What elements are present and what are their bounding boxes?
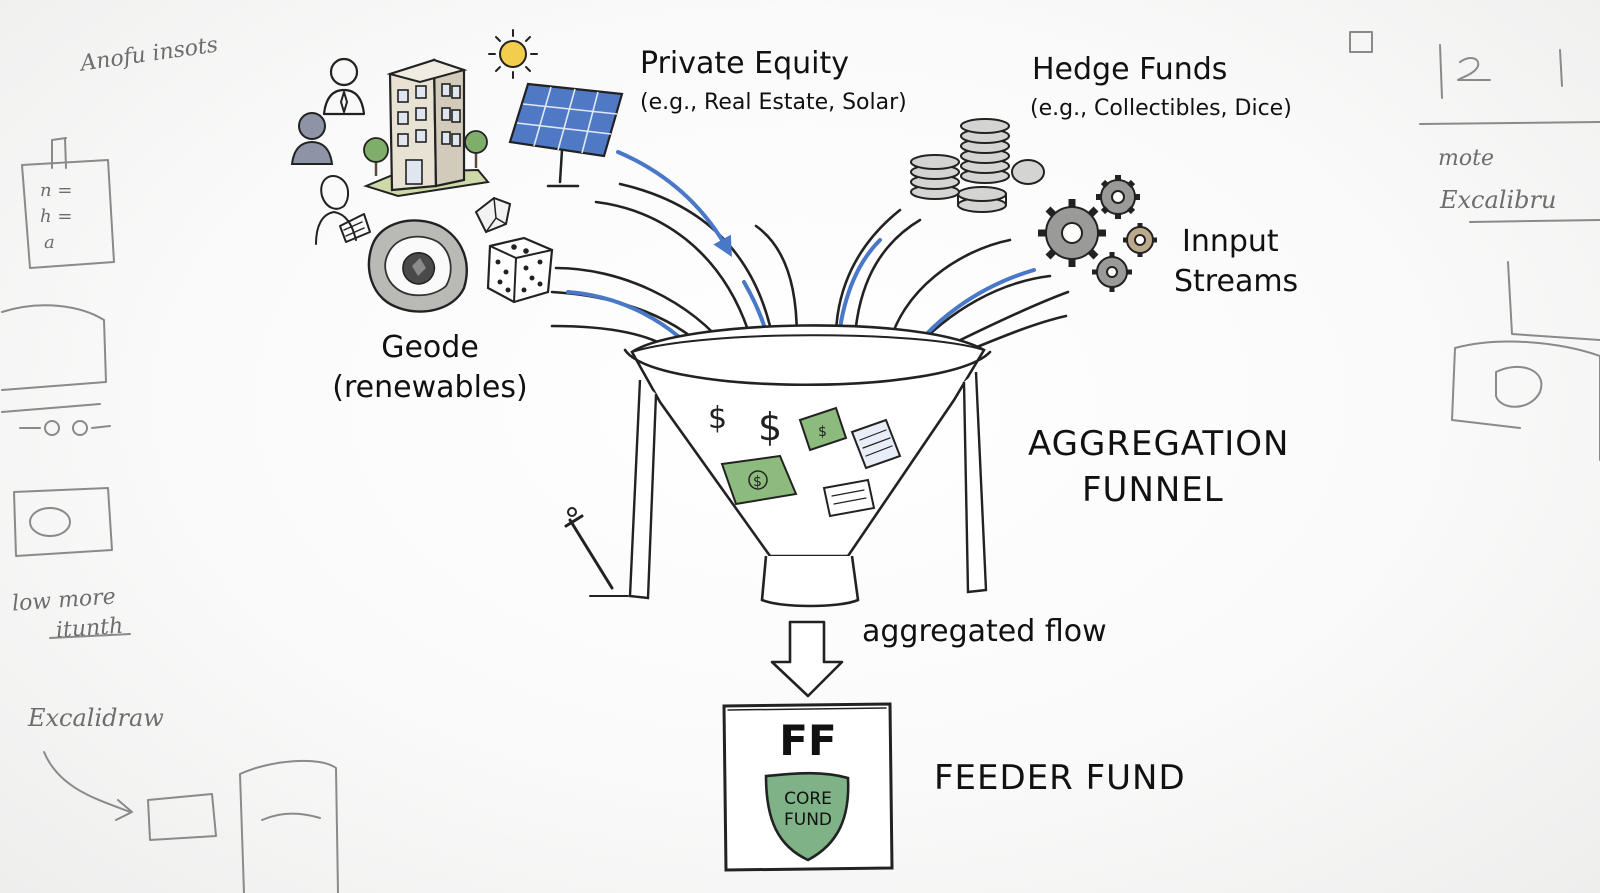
sun-icon xyxy=(488,29,538,79)
bg-ledger-line3: a xyxy=(44,232,55,253)
aggregated-flow-label: aggregated flow xyxy=(862,614,1107,649)
tree-icon xyxy=(363,130,488,176)
banknote-icon: $ $ xyxy=(720,406,848,506)
sketch-line xyxy=(1,403,101,413)
shield-label-fund: FUND xyxy=(783,810,833,830)
private-equity-subtitle: (e.g., Real Estate, Solar) xyxy=(640,90,907,115)
private-equity-title: Private Equity xyxy=(640,46,849,81)
geode-title: Geode xyxy=(381,330,479,365)
geode-icon xyxy=(367,219,468,313)
feeder-fund-label: FEEDER FUND xyxy=(934,758,1186,798)
shield-label-core: CORE xyxy=(784,789,832,809)
person-icon xyxy=(290,112,334,165)
aggregation-funnel-line2: FUNNEL xyxy=(1082,470,1224,510)
bg-note-excalidraw: Excalidraw xyxy=(28,704,164,732)
input-streams-line1: Innput xyxy=(1182,224,1279,259)
sketch-topright xyxy=(1419,44,1600,223)
input-streams-line2: Streams xyxy=(1174,264,1299,299)
sketch-circles xyxy=(19,420,111,436)
bg-note-left-2: itunth xyxy=(55,613,125,644)
document-icon xyxy=(822,418,902,518)
aggregation-funnel-line1: AGGREGATION xyxy=(1028,424,1290,464)
dollar-icon: $ $ xyxy=(708,401,782,449)
sketch-right-shapes xyxy=(1451,261,1600,461)
down-arrow-icon xyxy=(770,620,844,698)
bg-ledger-line1: n = xyxy=(40,180,73,201)
geode-subtitle: (renewables) xyxy=(332,370,528,405)
shield-icon xyxy=(764,771,850,862)
sword-icon xyxy=(564,507,629,597)
svg-text:$: $ xyxy=(753,474,762,490)
coin-stacks-icon xyxy=(910,118,1045,213)
hedge-funds-title: Hedge Funds xyxy=(1032,52,1228,87)
svg-text:$: $ xyxy=(708,401,727,436)
solar-panel-icon xyxy=(508,82,624,188)
sketch-underline xyxy=(49,633,131,639)
hedge-funds-subtitle: (e.g., Collectibles, Dice) xyxy=(1030,96,1292,121)
person-reading-icon xyxy=(315,175,371,245)
bg-note-right: mote xyxy=(1438,146,1494,171)
gear-cluster-icon xyxy=(1038,175,1157,292)
aggregation-funnel-icon xyxy=(623,324,992,608)
ff-letters: FF xyxy=(779,716,837,765)
background-sketches xyxy=(1,31,1600,893)
sketch-box-1 xyxy=(1,304,107,391)
ledger-sketch xyxy=(21,137,115,269)
sketch-box-2 xyxy=(13,487,113,557)
bg-ledger-line2: h = xyxy=(40,206,73,227)
person-suit-icon xyxy=(322,57,366,116)
dice-icon xyxy=(486,236,554,304)
office-building-icon xyxy=(363,58,490,198)
sketch-arrow-diagram xyxy=(43,751,339,893)
building-windows xyxy=(397,83,461,185)
crystal-icon xyxy=(474,196,512,234)
bg-note-excalibru: Excalibru xyxy=(1440,186,1557,214)
svg-text:$: $ xyxy=(818,424,827,440)
sketch-square xyxy=(1349,31,1373,53)
svg-text:$: $ xyxy=(758,405,782,449)
